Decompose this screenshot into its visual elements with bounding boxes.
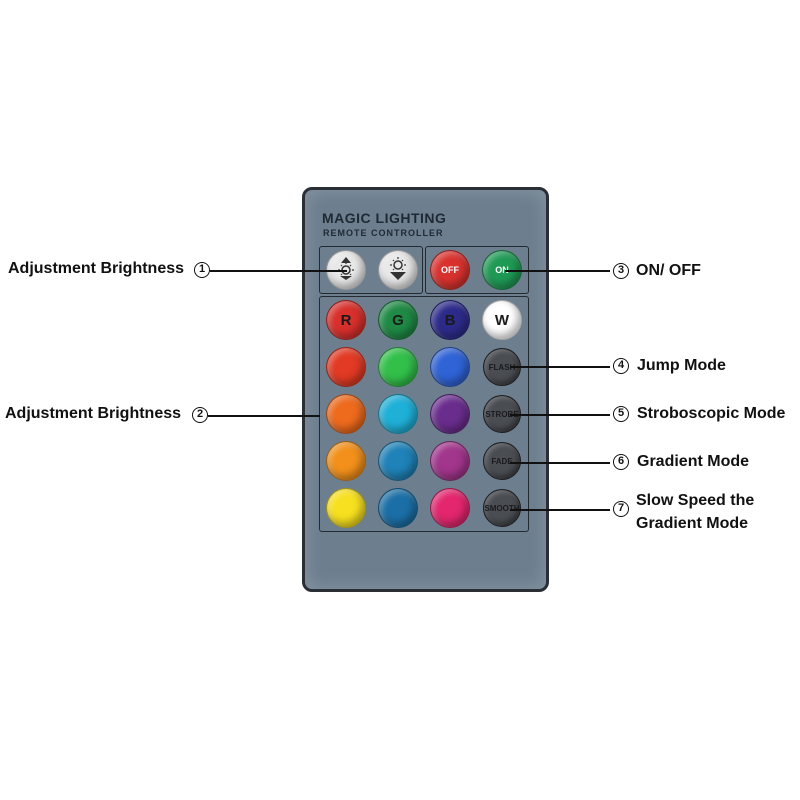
white-button[interactable]: W: [482, 300, 522, 340]
callout-2-leader: [208, 415, 320, 417]
callout-2-text: Adjustment Brightness: [5, 405, 182, 422]
callout-7-leader: [510, 509, 610, 511]
flash-label: FLASH: [488, 362, 516, 372]
blue-label: B: [444, 311, 456, 329]
smooth-label: SMOOTH: [484, 503, 520, 513]
callout-5-text: Stroboscopic Mode: [637, 405, 786, 422]
red-label: R: [340, 311, 352, 329]
callout-5-leader: [510, 414, 610, 416]
brightness-down-button[interactable]: [378, 250, 418, 290]
color-button-steel-blue[interactable]: [378, 488, 418, 528]
blue-button[interactable]: B: [430, 300, 470, 340]
callout-3-leader: [505, 270, 610, 272]
sun-up-icon: [333, 255, 359, 286]
callout-4-text: Jump Mode: [637, 357, 726, 374]
green-label: G: [392, 311, 404, 329]
callout-3-number: 3: [613, 263, 629, 279]
color-button-pink[interactable]: [430, 488, 470, 528]
fade-button[interactable]: FADE: [483, 442, 521, 480]
callout-7-text-line1: Slow Speed the: [636, 492, 755, 509]
sun-down-icon: [385, 255, 411, 286]
white-label: W: [494, 311, 510, 329]
callout-6-number: 6: [613, 454, 629, 470]
brand-subtitle: REMOTE CONTROLLER: [323, 228, 444, 238]
strobe-label: STROBE: [485, 409, 519, 419]
color-button-purple[interactable]: [430, 394, 470, 434]
brand-title: MAGIC LIGHTING: [322, 210, 447, 226]
callout-4-number: 4: [613, 358, 629, 374]
off-label: OFF: [441, 265, 459, 275]
color-button-cyan[interactable]: [378, 394, 418, 434]
callout-6-leader: [510, 462, 610, 464]
smooth-button[interactable]: SMOOTH: [483, 489, 521, 527]
callout-5-number: 5: [613, 406, 629, 422]
callout-1-text: Adjustment Brightness: [8, 260, 185, 277]
fade-label: FADE: [491, 456, 513, 466]
green-button[interactable]: G: [378, 300, 418, 340]
callout-7-text-line2: Gradient Mode: [636, 515, 749, 532]
off-button[interactable]: OFF: [430, 250, 470, 290]
callout-2-number: 2: [192, 407, 208, 423]
color-button-amber[interactable]: [326, 441, 366, 481]
color-button-magenta[interactable]: [430, 441, 470, 481]
color-button-light-green[interactable]: [378, 347, 418, 387]
callout-6-text: Gradient Mode: [637, 453, 750, 470]
callout-4-leader: [510, 366, 610, 368]
callout-7-number: 7: [613, 501, 629, 517]
on-label: ON: [495, 265, 509, 275]
color-button-orange[interactable]: [326, 394, 366, 434]
color-button-teal-blue[interactable]: [378, 441, 418, 481]
callout-3-text: ON/ OFF: [636, 262, 701, 279]
color-button-yellow[interactable]: [326, 488, 366, 528]
callout-1-number: 1: [194, 262, 210, 278]
callout-1-leader: [210, 270, 347, 272]
color-button-red-orange[interactable]: [326, 347, 366, 387]
red-button[interactable]: R: [326, 300, 366, 340]
color-button-medium-blue[interactable]: [430, 347, 470, 387]
